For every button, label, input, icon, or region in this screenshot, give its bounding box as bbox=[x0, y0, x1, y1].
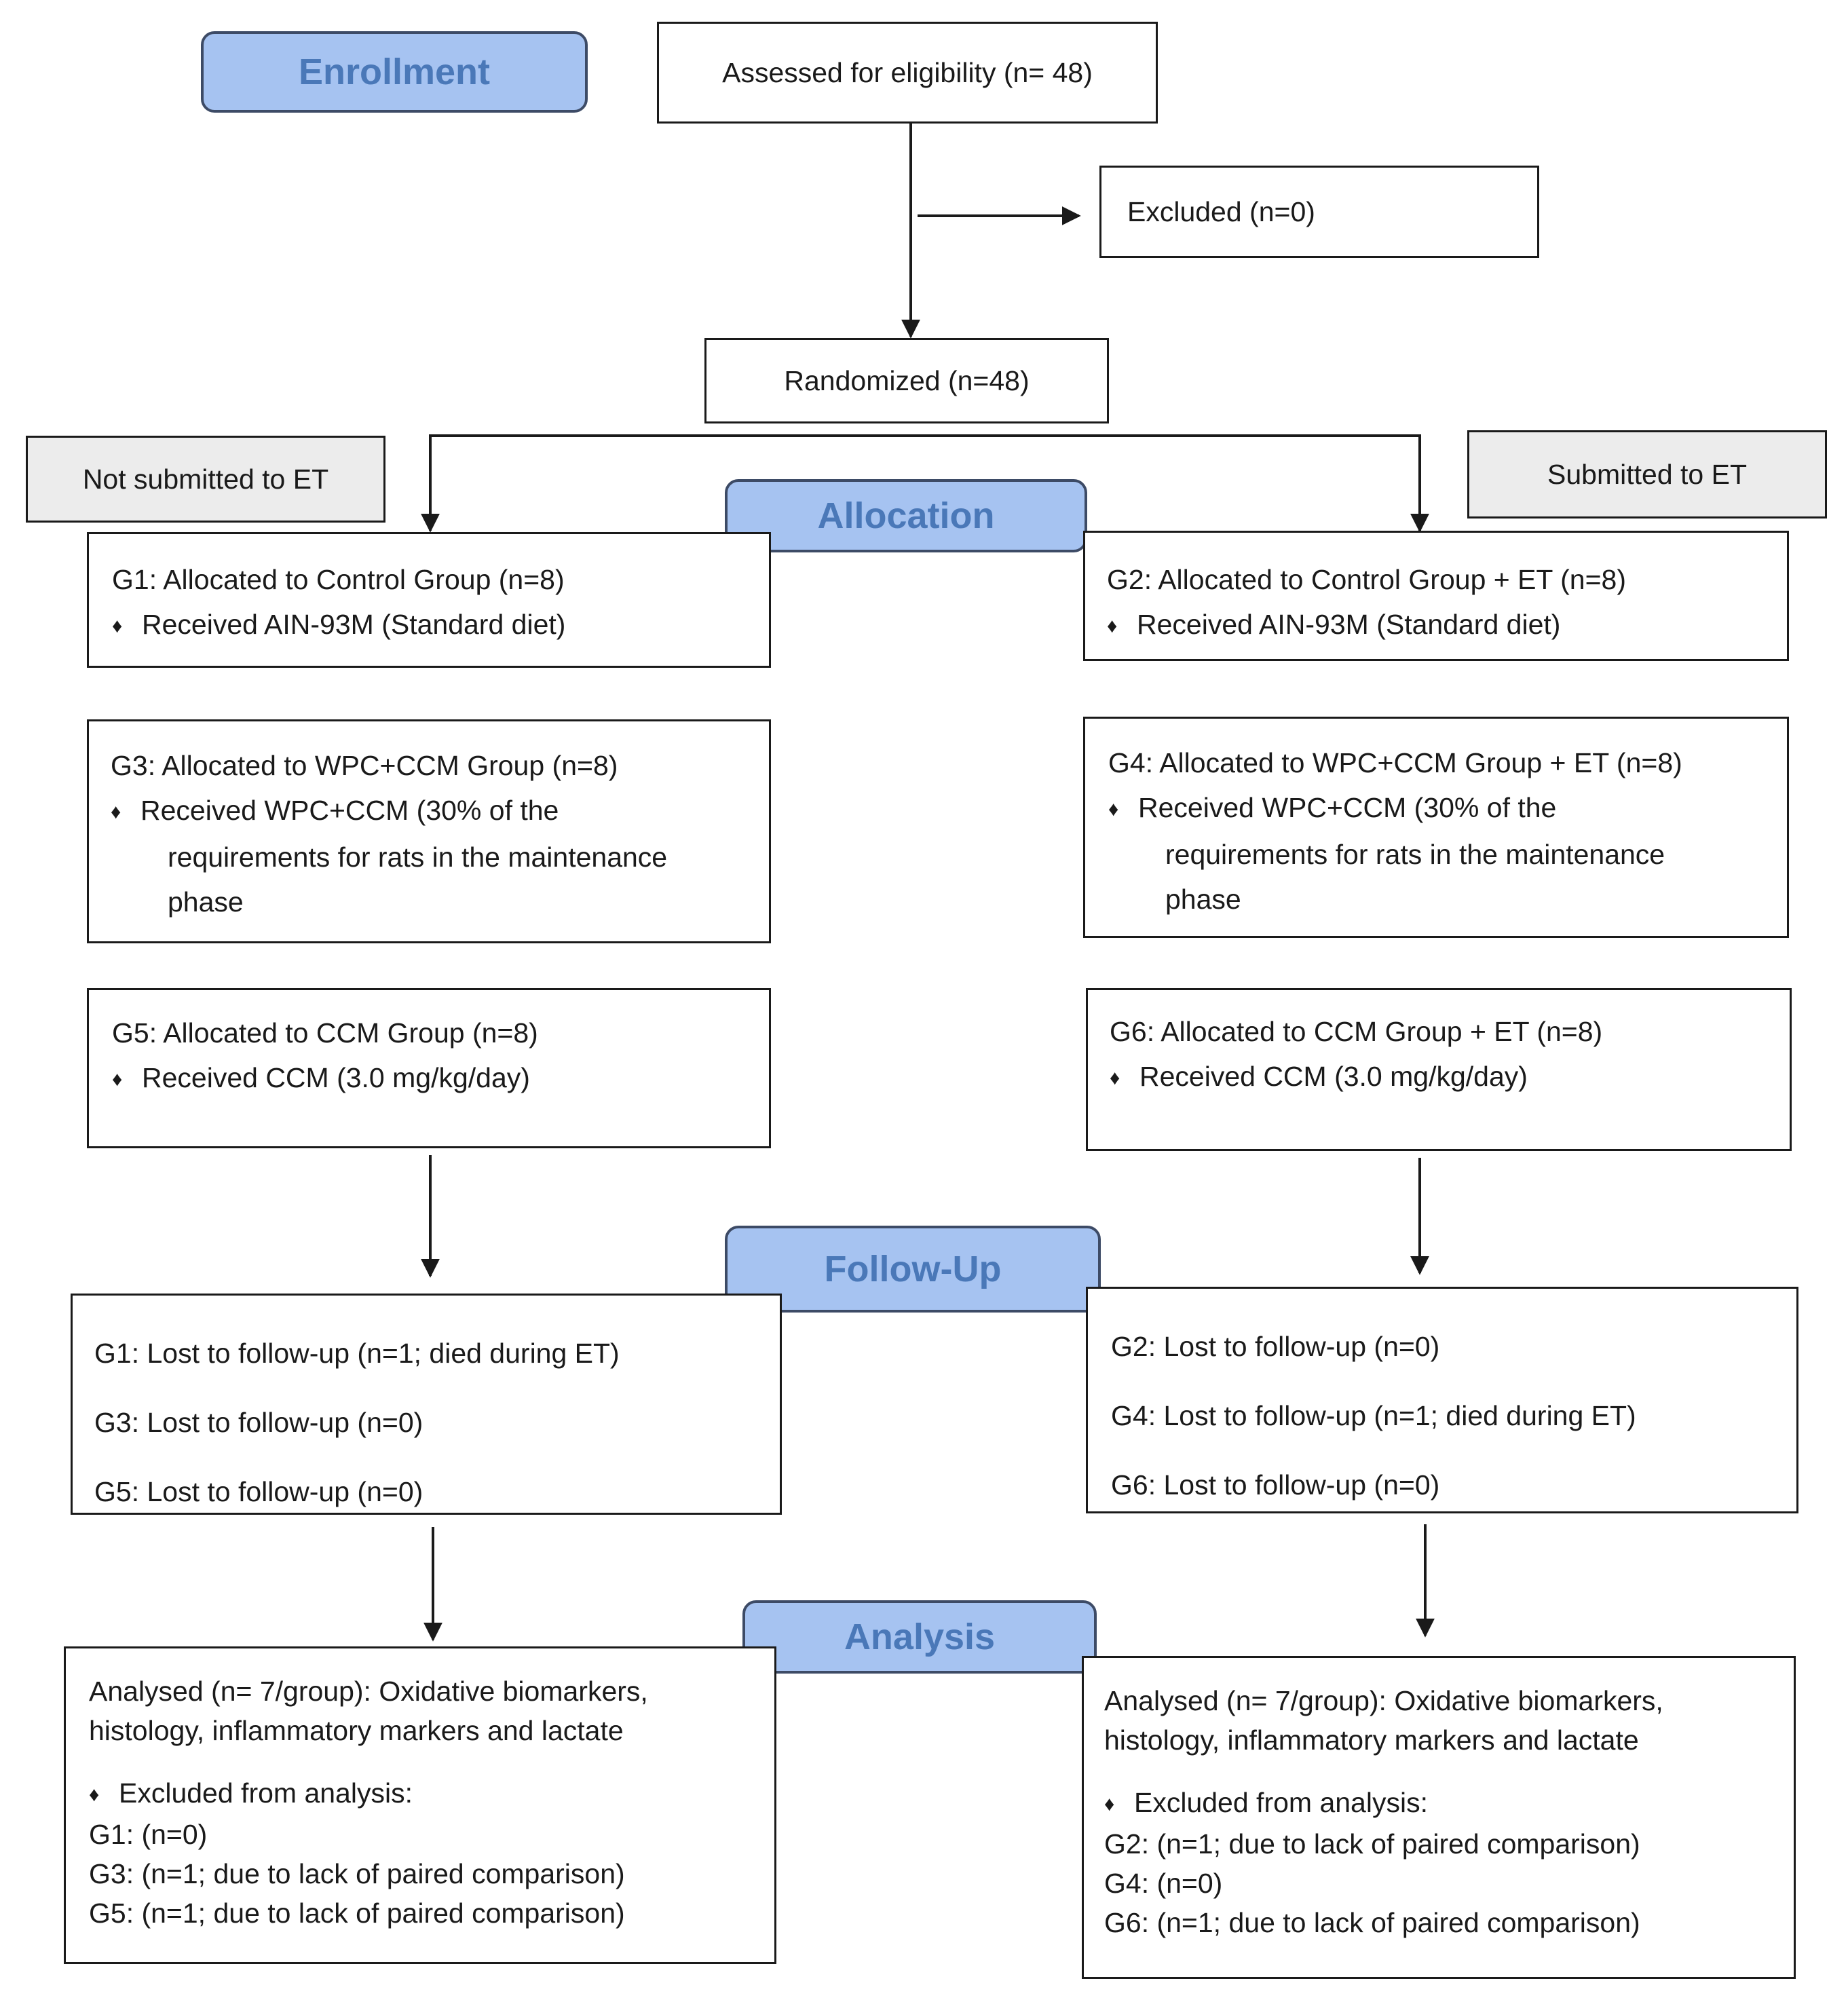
analysis-left-g3: G3: (n=1; due to lack of paired comparis… bbox=[89, 1858, 625, 1890]
analysis-right-excluded-label: Excluded from analysis: bbox=[1134, 1787, 1428, 1818]
diamond-bullet-icon: ♦ bbox=[112, 615, 123, 638]
g2-title: G2: Allocated to Control Group + ET (n=8… bbox=[1107, 564, 1626, 595]
g3-detail: Received WPC+CCM (30% of the bbox=[140, 795, 559, 826]
analysis-left-g5: G5: (n=1; due to lack of paired comparis… bbox=[89, 1898, 625, 1929]
g6-detail: Received CCM (3.0 mg/kg/day) bbox=[1139, 1061, 1528, 1092]
submitted-text: Submitted to ET bbox=[1547, 459, 1747, 490]
analysis-left-excluded-row: ♦ Excluded from analysis: bbox=[89, 1773, 774, 1815]
g5-detail-row: ♦ Received CCM (3.0 mg/kg/day) bbox=[112, 1055, 769, 1102]
g1-detail: Received AIN-93M (Standard diet) bbox=[142, 609, 566, 640]
analysis-left-box: Analysed (n= 7/group): Oxidative biomark… bbox=[64, 1646, 776, 1964]
stage-enrollment: Enrollment bbox=[201, 31, 588, 113]
g2-detail: Received AIN-93M (Standard diet) bbox=[1137, 609, 1561, 640]
followup-g3: G3: Lost to follow-up (n=0) bbox=[94, 1407, 423, 1438]
g4-detail-row: ♦ Received WPC+CCM (30% of the bbox=[1108, 785, 1787, 832]
g4-detail: Received WPC+CCM (30% of the bbox=[1138, 792, 1557, 823]
followup-right-box: G2: Lost to follow-up (n=0) G4: Lost to … bbox=[1086, 1287, 1798, 1513]
g3-title: G3: Allocated to WPC+CCM Group (n=8) bbox=[111, 750, 618, 781]
group-g2-box: G2: Allocated to Control Group + ET (n=8… bbox=[1083, 531, 1789, 661]
analysis-right-g6: G6: (n=1; due to lack of paired comparis… bbox=[1104, 1907, 1640, 1939]
diamond-bullet-icon: ♦ bbox=[1107, 615, 1118, 638]
submitted-label-box: Submitted to ET bbox=[1467, 430, 1827, 518]
analysis-left-g1: G1: (n=0) bbox=[89, 1819, 208, 1851]
g3-detail-row: ♦ Received WPC+CCM (30% of the bbox=[111, 788, 769, 835]
g4-detail-2: requirements for rats in the maintenance bbox=[1165, 839, 1665, 871]
analysis-right-line2: histology, inflammatory markers and lact… bbox=[1104, 1724, 1639, 1756]
g1-title: G1: Allocated to Control Group (n=8) bbox=[112, 564, 565, 595]
followup-g6: G6: Lost to follow-up (n=0) bbox=[1111, 1469, 1440, 1501]
stage-allocation-label: Allocation bbox=[817, 495, 995, 536]
g3-detail-3: phase bbox=[168, 886, 244, 918]
followup-left-box: G1: Lost to follow-up (n=1; died during … bbox=[71, 1294, 782, 1515]
group-g5-box: G5: Allocated to CCM Group (n=8) ♦ Receiv… bbox=[87, 988, 771, 1148]
g4-title: G4: Allocated to WPC+CCM Group + ET (n=8… bbox=[1108, 747, 1682, 778]
diamond-bullet-icon: ♦ bbox=[1110, 1067, 1120, 1090]
g2-detail-row: ♦ Received AIN-93M (Standard diet) bbox=[1107, 602, 1787, 649]
not-submitted-text: Not submitted to ET bbox=[82, 464, 329, 495]
diamond-bullet-icon: ♦ bbox=[111, 801, 121, 824]
excluded-text: Excluded (n=0) bbox=[1127, 196, 1315, 227]
group-g1-box: G1: Allocated to Control Group (n=8) ♦ Re… bbox=[87, 532, 771, 668]
diamond-bullet-icon: ♦ bbox=[1104, 1793, 1115, 1816]
g5-title: G5: Allocated to CCM Group (n=8) bbox=[112, 1017, 538, 1049]
g3-detail-2: requirements for rats in the maintenance bbox=[168, 842, 668, 873]
g1-detail-row: ♦ Received AIN-93M (Standard diet) bbox=[112, 602, 769, 649]
g6-detail-row: ♦ Received CCM (3.0 mg/kg/day) bbox=[1110, 1054, 1790, 1101]
g4-detail-3: phase bbox=[1165, 884, 1241, 916]
assessed-text: Assessed for eligibility (n= 48) bbox=[722, 57, 1093, 88]
analysis-right-excluded-row: ♦ Excluded from analysis: bbox=[1104, 1783, 1794, 1824]
group-g6-box: G6: Allocated to CCM Group + ET (n=8) ♦ R… bbox=[1086, 988, 1792, 1151]
stage-followup-label: Follow-Up bbox=[824, 1249, 1002, 1289]
followup-g2: G2: Lost to follow-up (n=0) bbox=[1111, 1331, 1440, 1362]
analysis-left-line1: Analysed (n= 7/group): Oxidative biomark… bbox=[89, 1676, 648, 1707]
analysis-left-line2: histology, inflammatory markers and lact… bbox=[89, 1715, 624, 1746]
group-g3-box: G3: Allocated to WPC+CCM Group (n=8) ♦ Re… bbox=[87, 719, 771, 943]
analysis-left-excluded-label: Excluded from analysis: bbox=[119, 1777, 413, 1809]
randomized-box: Randomized (n=48) bbox=[704, 338, 1109, 423]
g6-title: G6: Allocated to CCM Group + ET (n=8) bbox=[1110, 1016, 1603, 1047]
analysis-right-box: Analysed (n= 7/group): Oxidative biomark… bbox=[1082, 1656, 1796, 1979]
stage-followup: Follow-Up bbox=[725, 1226, 1101, 1313]
stage-allocation: Allocation bbox=[725, 479, 1087, 552]
assessed-box: Assessed for eligibility (n= 48) bbox=[657, 22, 1158, 124]
followup-g5: G5: Lost to follow-up (n=0) bbox=[94, 1476, 423, 1507]
g5-detail: Received CCM (3.0 mg/kg/day) bbox=[142, 1062, 530, 1093]
excluded-box: Excluded (n=0) bbox=[1099, 166, 1539, 258]
diamond-bullet-icon: ♦ bbox=[89, 1784, 100, 1807]
analysis-right-g4: G4: (n=0) bbox=[1104, 1868, 1223, 1900]
diamond-bullet-icon: ♦ bbox=[1108, 798, 1119, 821]
group-g4-box: G4: Allocated to WPC+CCM Group + ET (n=8… bbox=[1083, 717, 1789, 938]
analysis-right-line1: Analysed (n= 7/group): Oxidative biomark… bbox=[1104, 1685, 1663, 1716]
randomized-text: Randomized (n=48) bbox=[784, 365, 1030, 396]
followup-g4: G4: Lost to follow-up (n=1; died during … bbox=[1111, 1400, 1636, 1431]
stage-analysis-label: Analysis bbox=[844, 1617, 996, 1657]
diamond-bullet-icon: ♦ bbox=[112, 1068, 123, 1091]
analysis-right-g2: G2: (n=1; due to lack of paired comparis… bbox=[1104, 1828, 1640, 1860]
not-submitted-label-box: Not submitted to ET bbox=[26, 436, 385, 523]
stage-analysis: Analysis bbox=[742, 1600, 1097, 1674]
stage-enrollment-label: Enrollment bbox=[298, 52, 491, 92]
followup-g1: G1: Lost to follow-up (n=1; died during … bbox=[94, 1338, 620, 1369]
